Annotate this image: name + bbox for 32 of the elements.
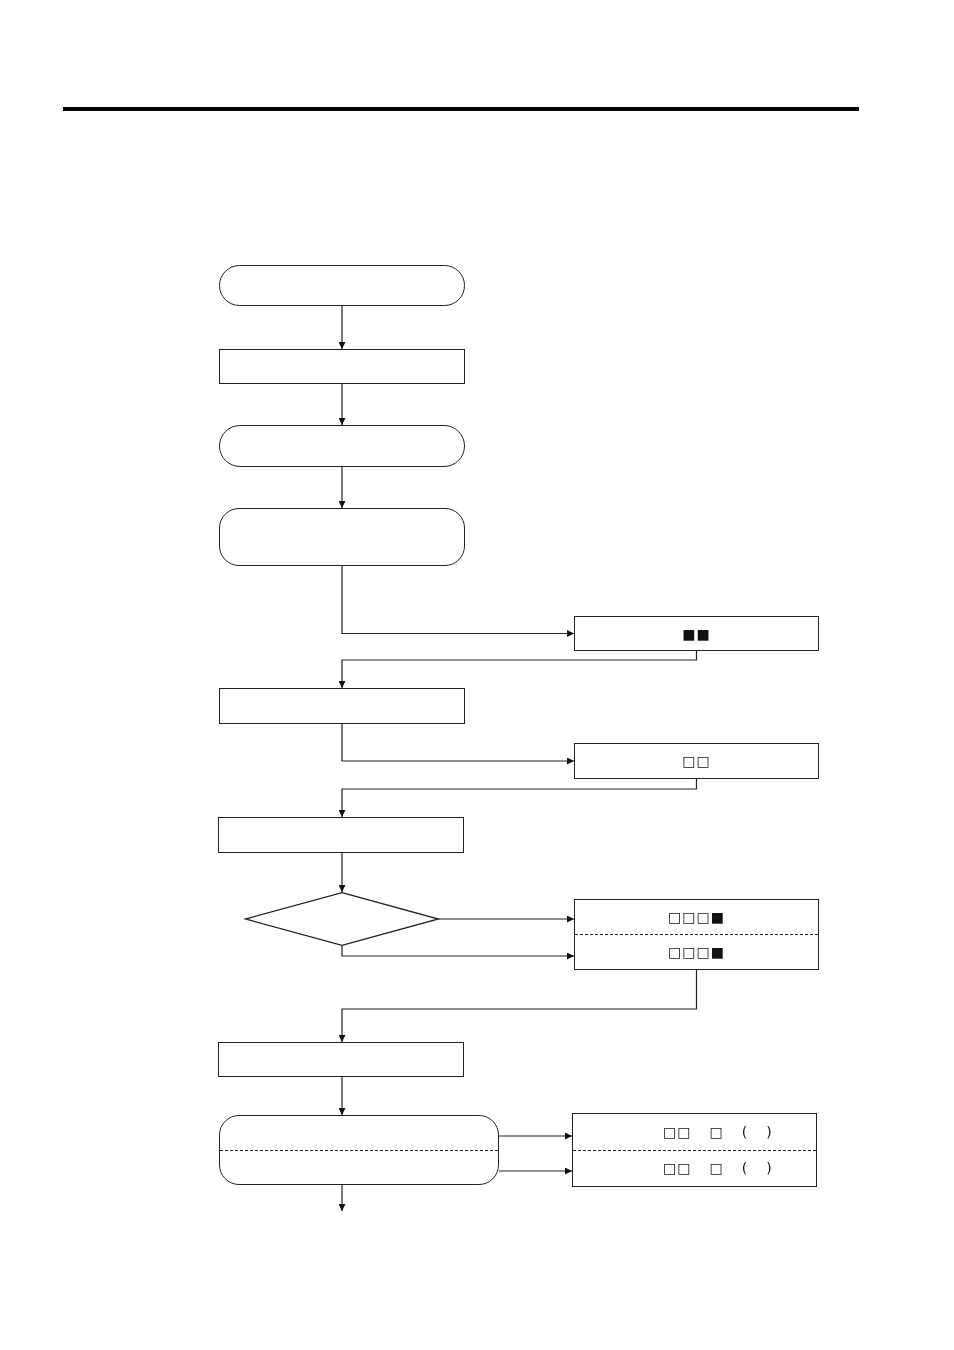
indicator-pattern: □□ □ ( ) — [663, 1124, 773, 1139]
flow-arrow — [338, 1184, 346, 1212]
flow-arrow — [338, 466, 346, 509]
rounded-process-box — [219, 508, 465, 566]
flow-arrow — [338, 305, 346, 350]
flow-arrow — [438, 915, 575, 923]
indicator-pattern: □□□■ — [668, 910, 725, 924]
flow-arrow — [338, 383, 346, 426]
indicator-pattern: ■■ — [682, 626, 711, 641]
indicator-pattern: □□□■ — [668, 945, 725, 959]
flow-arrow — [338, 852, 346, 893]
process-box — [219, 688, 465, 724]
process-box — [219, 349, 465, 384]
display-box — [572, 1113, 817, 1187]
flow-arrow — [341, 565, 575, 637]
flow-arrow — [341, 945, 575, 960]
flow-arrow — [498, 1167, 573, 1175]
flow-arrow — [338, 778, 698, 818]
process-box — [218, 817, 464, 853]
display-box — [574, 899, 819, 970]
indicator-pattern: □□ □ ( ) — [663, 1161, 773, 1176]
rounded-process-box — [219, 1115, 499, 1185]
flow-arrow — [498, 1132, 573, 1140]
flow-arrow — [338, 650, 698, 689]
display-box — [574, 743, 819, 779]
indicator-pattern: □□ — [682, 754, 711, 768]
flow-arrow — [338, 969, 698, 1043]
decision-diamond — [245, 892, 439, 946]
display-box — [574, 616, 819, 651]
flow-arrow — [341, 723, 575, 765]
process-box — [218, 1042, 464, 1077]
flow-arrow — [338, 1076, 346, 1116]
